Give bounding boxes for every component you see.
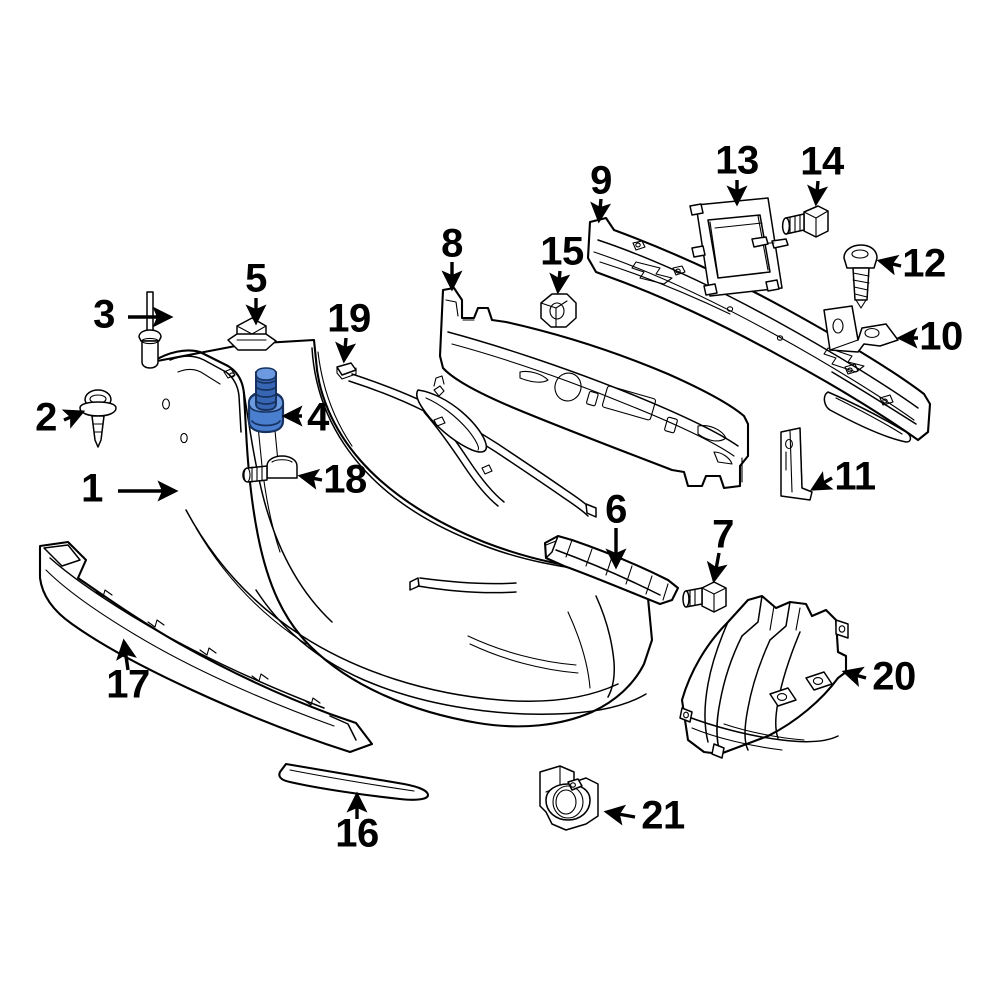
part-lower-valance-panel	[38, 540, 374, 754]
leader-20	[841, 666, 867, 687]
leader-7	[706, 552, 728, 584]
leader-15	[549, 270, 571, 295]
callout-label-8: 8	[441, 222, 463, 266]
callout-label-12: 12	[902, 242, 946, 286]
leader-11	[809, 471, 834, 491]
part-energy-absorber-strip	[543, 534, 680, 606]
callout-label-5: 5	[245, 257, 267, 301]
part-shoulder-bolt	[242, 455, 298, 483]
leader-21	[603, 804, 636, 826]
callout-label-11: 11	[834, 455, 876, 499]
part-push-pin-retainer-clip	[79, 389, 117, 448]
callout-leaders	[61, 180, 918, 826]
callout-label-9: 9	[590, 159, 612, 203]
part-square-cap-grommet	[227, 317, 277, 351]
leader-9	[590, 198, 612, 224]
callout-label-17: 17	[106, 663, 150, 707]
callout-label-2: 2	[35, 396, 57, 440]
callout-label-10: 10	[919, 315, 963, 359]
leader-12	[876, 254, 902, 276]
part-hex-head-flange-bolt	[781, 205, 829, 238]
callout-label-15: 15	[540, 230, 584, 274]
part-hex-flange-nut	[540, 293, 577, 328]
callout-label-6: 6	[605, 488, 627, 532]
part-vertical-support-bracket	[780, 427, 813, 501]
callout-labels: 1 2 3 4 5 6 7 8 9 10 11 12 13 14 15 16 1…	[35, 139, 963, 856]
part-parking-assist-sensor	[539, 765, 599, 831]
leader-14	[807, 180, 829, 207]
callout-label-14: 14	[800, 140, 845, 184]
part-energy-absorber	[438, 286, 750, 490]
callout-label-16: 16	[335, 812, 379, 856]
callout-label-20: 20	[872, 655, 916, 699]
part-wiring-harness	[336, 362, 597, 518]
callout-label-18: 18	[323, 458, 367, 502]
leader-17	[116, 638, 137, 671]
callout-label-1: 1	[81, 467, 103, 511]
part-angle-mounting-bracket	[823, 305, 899, 353]
leader-2	[61, 409, 86, 429]
callout-label-21: 21	[641, 794, 685, 838]
leader-19	[335, 337, 357, 364]
part-air-deflector-shield	[679, 594, 849, 759]
callout-label-4: 4	[307, 396, 330, 440]
part-long-pin-rivet	[138, 291, 162, 369]
part-lower-trim-molding	[278, 762, 430, 801]
part-pan-head-tapping-screw	[843, 244, 878, 309]
callout-label-13: 13	[715, 139, 759, 183]
part-tow-hook-frame-bracket	[689, 197, 789, 297]
callout-label-19: 19	[327, 297, 371, 341]
callout-label-7: 7	[712, 513, 734, 557]
part-hex-flange-bolt	[682, 581, 727, 613]
leader-18	[297, 468, 323, 490]
callout-label-3: 3	[93, 293, 115, 337]
